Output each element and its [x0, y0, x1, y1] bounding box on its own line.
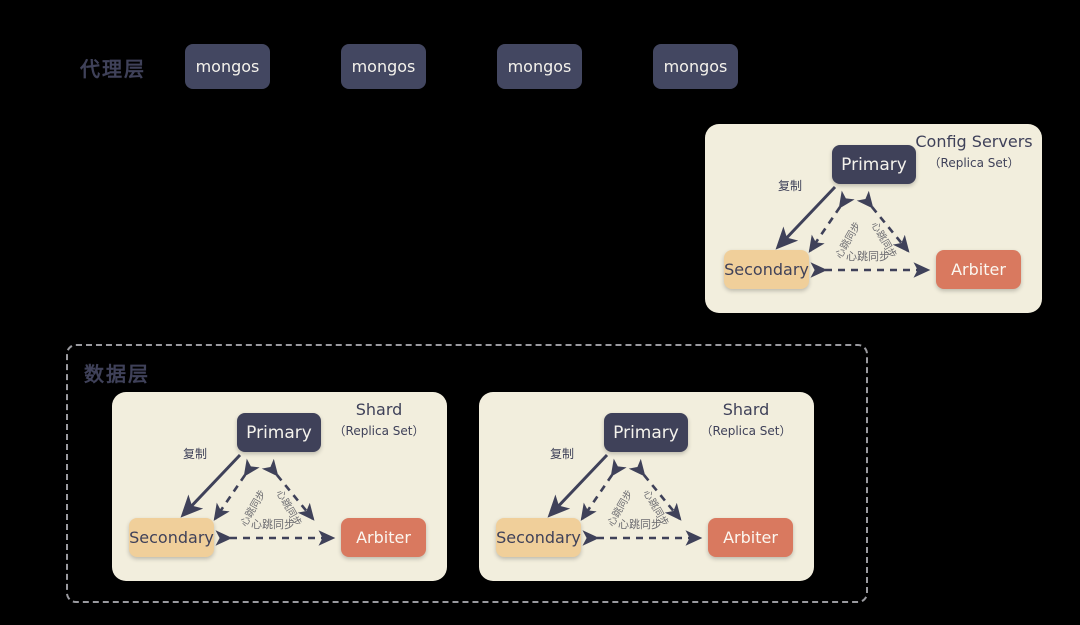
- mongos-node-3-label: mongos: [507, 57, 572, 76]
- config-secondary-node[interactable]: Secondary: [724, 250, 809, 289]
- mongos-node-2-label: mongos: [351, 57, 416, 76]
- shard-2-card: Shard （Replica Set） Primary Secondary: [479, 392, 814, 581]
- shard-2-arbiter-node[interactable]: Arbiter: [708, 518, 793, 557]
- shard-1-arbiter-label: Arbiter: [356, 528, 411, 547]
- shard-1-secondary-node[interactable]: Secondary: [129, 518, 214, 557]
- data-layer-container: [66, 344, 868, 603]
- shard-1-title: Shard （Replica Set）: [315, 400, 443, 439]
- config-servers-title-sub: （Replica Set）: [928, 156, 1020, 170]
- shard-1-edge-label-heartbeat-secondary-arbiter: 心跳同步: [251, 518, 295, 531]
- shard-2-connections: [547, 453, 703, 546]
- mongos-node-4[interactable]: mongos: [653, 44, 738, 89]
- shard-2-title-main: Shard: [722, 400, 770, 419]
- shard-1-secondary-label: Secondary: [129, 528, 214, 547]
- proxy-layer-label: 代理层: [80, 57, 146, 81]
- mongos-node-2[interactable]: mongos: [341, 44, 426, 89]
- config-edge-label-heartbeat-secondary-arbiter: 心跳同步: [846, 250, 890, 263]
- shard-2-edge-label-replication: 复制: [550, 447, 575, 461]
- config-arbiter-label: Arbiter: [951, 260, 1006, 279]
- shard-2-primary-label: Primary: [613, 422, 679, 443]
- shard-1-arbiter-node[interactable]: Arbiter: [341, 518, 426, 557]
- shard-1-card: Shard （Replica Set） Primary Secondary: [112, 392, 447, 581]
- config-edge-label-replication: 复制: [778, 179, 803, 193]
- shard-1-primary-node[interactable]: Primary: [237, 413, 321, 452]
- shard-2-arbiter-label: Arbiter: [723, 528, 778, 547]
- config-servers-title-main: Config Servers: [915, 132, 1033, 151]
- config-primary-label: Primary: [841, 154, 907, 175]
- config-servers-connections: [775, 185, 931, 278]
- shard-2-primary-node[interactable]: Primary: [604, 413, 688, 452]
- mongos-node-3[interactable]: mongos: [497, 44, 582, 89]
- mongos-node-4-label: mongos: [663, 57, 728, 76]
- shard-1-title-main: Shard: [355, 400, 403, 419]
- config-servers-card: Config Servers （Replica Set） Primary: [705, 124, 1042, 313]
- shard-2-title: Shard （Replica Set）: [682, 400, 810, 439]
- shard-2-secondary-label: Secondary: [496, 528, 581, 547]
- config-secondary-label: Secondary: [724, 260, 809, 279]
- config-primary-node[interactable]: Primary: [832, 145, 916, 184]
- config-servers-title: Config Servers （Replica Set）: [910, 132, 1038, 171]
- shard-1-title-sub: （Replica Set）: [333, 424, 425, 438]
- config-arbiter-node[interactable]: Arbiter: [936, 250, 1021, 289]
- mongos-node-1-label: mongos: [195, 57, 260, 76]
- shard-2-title-sub: （Replica Set）: [700, 424, 792, 438]
- shard-1-edge-label-replication: 复制: [183, 447, 208, 461]
- shard-2-secondary-node[interactable]: Secondary: [496, 518, 581, 557]
- data-layer-label: 数据层: [84, 362, 150, 386]
- shard-1-primary-label: Primary: [246, 422, 312, 443]
- mongos-node-1[interactable]: mongos: [185, 44, 270, 89]
- shard-1-connections: [180, 453, 336, 546]
- shard-2-edge-label-heartbeat-secondary-arbiter: 心跳同步: [618, 518, 662, 531]
